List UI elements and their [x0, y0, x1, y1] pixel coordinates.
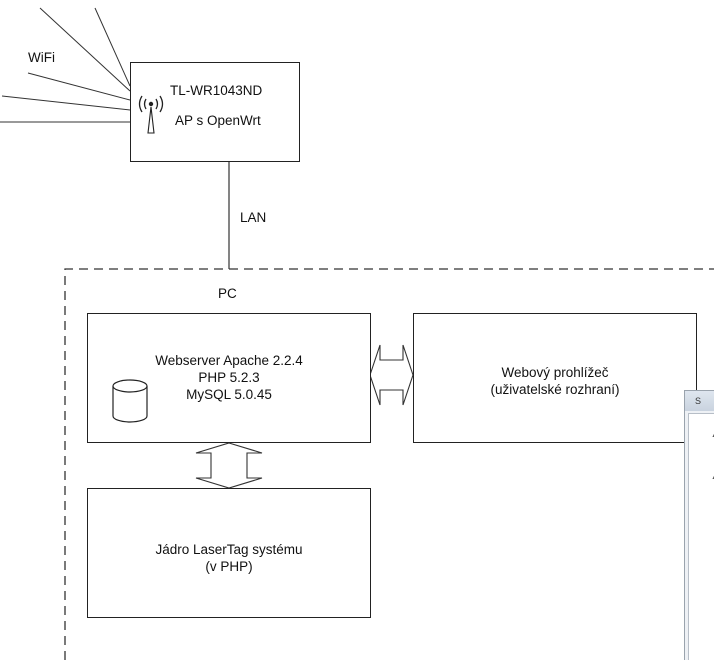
webserver-line-mysql: MySQL 5.0.45 — [186, 387, 272, 402]
wifi-line — [39, 7, 131, 92]
browser-box: Webový prohlížeč (uživatelské rozhraní) — [413, 313, 697, 443]
partial-window-body: ▲ ▲ — [688, 413, 714, 660]
scroll-up-icon[interactable]: ▲ — [711, 474, 714, 481]
pc-label: PC — [218, 286, 237, 301]
partial-window[interactable]: S ▲ ▲ — [684, 390, 714, 660]
webserver-core-arrow — [195, 442, 263, 489]
router-role: AP s OpenWrt — [175, 113, 261, 128]
browser-text: Webový prohlížeč (uživatelské rozhraní) — [414, 364, 696, 398]
router-box: TL-WR1043ND AP s OpenWrt — [130, 62, 300, 162]
core-box: Jádro LaserTag systému (v PHP) — [87, 488, 371, 618]
core-line-note: (v PHP) — [205, 559, 253, 574]
antenna-icon — [138, 95, 164, 134]
webserver-browser-arrow — [369, 344, 414, 406]
core-text: Jádro LaserTag systému (v PHP) — [88, 541, 370, 575]
webserver-line-apache: Webserver Apache 2.2.4 — [155, 353, 303, 368]
browser-line-name: Webový prohlížeč — [501, 365, 609, 380]
core-line-name: Jádro LaserTag systému — [155, 542, 303, 557]
webserver-box: Webserver Apache 2.2.4 PHP 5.2.3 MySQL 5… — [87, 313, 371, 443]
router-model: TL-WR1043ND — [170, 83, 263, 98]
wifi-line — [1, 95, 131, 111]
wifi-line — [27, 72, 131, 101]
webserver-text: Webserver Apache 2.2.4 PHP 5.2.3 MySQL 5… — [88, 352, 370, 403]
partial-window-title: S — [685, 391, 714, 411]
lan-label: LAN — [240, 210, 267, 225]
wifi-label: WiFi — [28, 50, 55, 65]
webserver-line-php: PHP 5.2.3 — [198, 370, 260, 385]
wifi-line — [94, 7, 131, 87]
pc-boundary — [64, 268, 714, 660]
scroll-up-icon[interactable]: ▲ — [711, 432, 714, 439]
database-icon — [112, 379, 148, 423]
browser-line-desc: (uživatelské rozhraní) — [490, 382, 620, 397]
